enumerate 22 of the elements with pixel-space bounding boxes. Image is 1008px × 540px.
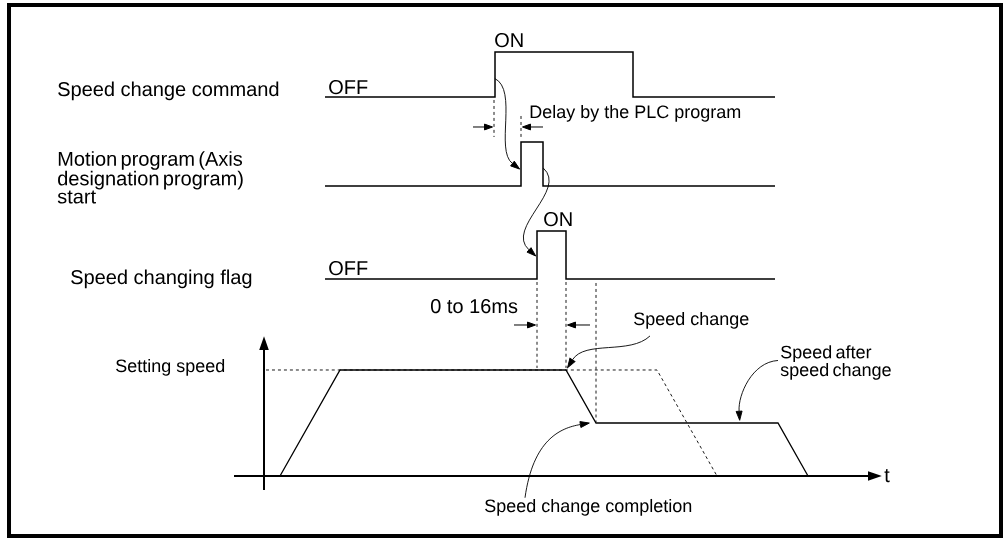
callout-text: Speed after speed change <box>780 345 891 380</box>
curved-arrow <box>735 360 779 421</box>
axis-label: t <box>884 469 890 483</box>
curved-arrow <box>522 167 550 257</box>
curved-arrow <box>567 335 651 368</box>
signal-label: Speed change command <box>58 81 279 101</box>
dimension-label: Delay by the PLC program <box>530 104 741 122</box>
pulse-waveform <box>324 141 776 187</box>
callout-text: Speed change completion <box>485 498 692 516</box>
state-label: ON <box>495 33 523 48</box>
axis-label: Setting speed <box>116 358 225 376</box>
state-label: OFF <box>329 80 368 95</box>
dimension-label: 0 to 16ms <box>431 299 518 314</box>
curved-arrow <box>494 78 521 170</box>
curved-arrow <box>524 421 590 499</box>
pulse-waveform <box>324 230 776 280</box>
state-label: ON <box>544 212 572 227</box>
signal-label: Speed changing flag <box>71 269 252 289</box>
state-label: OFF <box>329 261 368 276</box>
pulse-waveform <box>324 51 776 98</box>
signal-label: Motion program (Axis designation program) start <box>57 151 243 204</box>
callout-text: Speed change <box>634 311 749 329</box>
